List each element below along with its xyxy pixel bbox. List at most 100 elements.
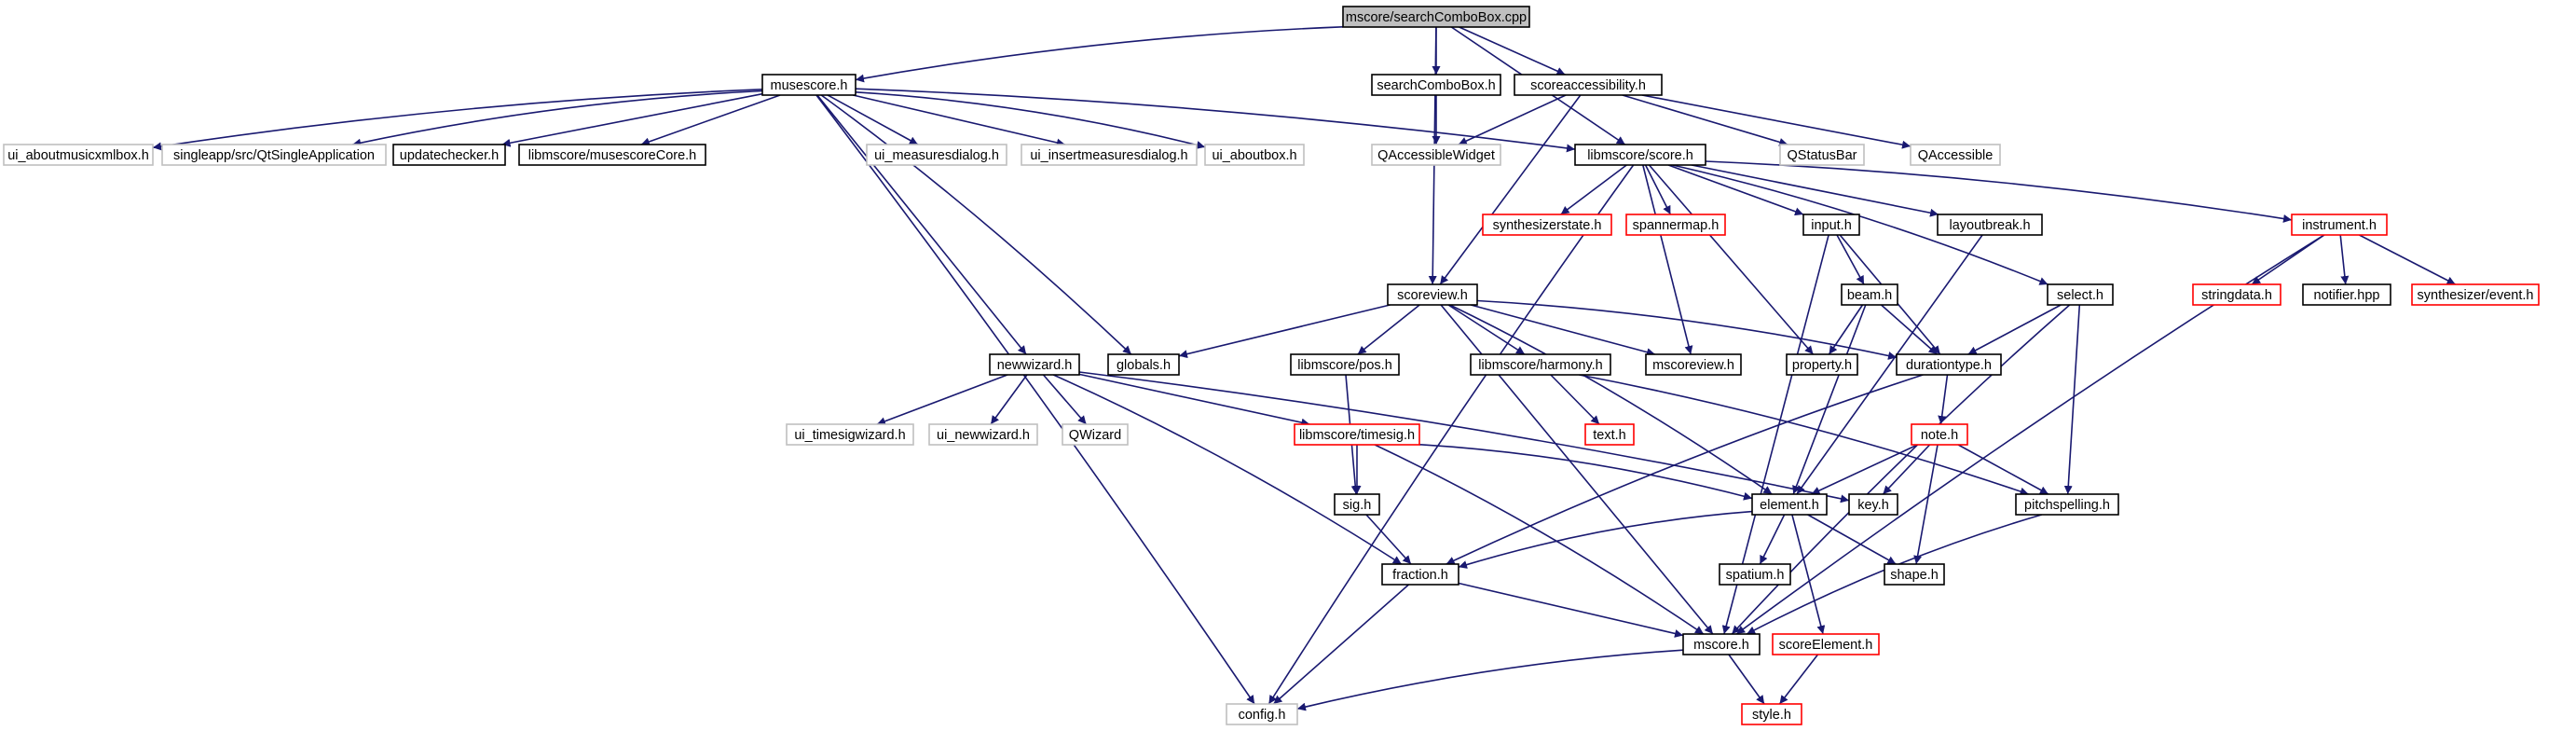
node-shape[interactable]: shape.h [1884,563,1945,586]
node-label-sig: sig.h [1343,498,1372,513]
node-root[interactable]: mscore/searchComboBox.cpp [1342,6,1530,28]
node-musescorecore[interactable]: libmscore/musescoreCore.h [518,144,706,166]
edge-scoreaccessibility-to-qaccessiblewidget [1458,94,1567,145]
node-durationtype[interactable]: durationtype.h [1896,353,2002,376]
node-label-qtsingleapp: singleapp/src/QtSingleApplication [173,148,375,163]
node-box-timesig [1294,423,1420,446]
node-notifier[interactable]: notifier.hpp [2302,283,2391,306]
node-qstatusbar[interactable]: QStatusBar [1779,144,1865,166]
node-pos[interactable]: libmscore/pos.h [1290,353,1400,376]
node-harmony[interactable]: libmscore/harmony.h [1470,353,1611,376]
node-globals[interactable]: globals.h [1107,353,1180,376]
edge-beam-to-property [1828,304,1864,355]
node-instrument[interactable]: instrument.h [2291,214,2388,236]
node-spatium[interactable]: spatium.h [1719,563,1791,586]
node-layoutbreak[interactable]: layoutbreak.h [1937,214,2043,236]
node-label-searchcombobox: searchComboBox.h [1377,78,1495,93]
node-stringdata[interactable]: stringdata.h [2192,283,2281,306]
node-box-note [1911,423,1968,446]
node-box-mscore [1682,633,1761,655]
node-ui_insertmeasuresdialog[interactable]: ui_insertmeasuresdialog.h [1021,144,1198,166]
node-box-select [2047,283,2114,306]
node-label-scoreelement: scoreElement.h [1779,638,1873,653]
edge-element-to-scoreelement [1791,514,1826,635]
node-key[interactable]: key.h [1848,493,1898,516]
node-label-ui_aboutmusicxmlbox: ui_aboutmusicxmlbox.h [7,148,149,163]
node-qtsingleapp[interactable]: singleapp/src/QtSingleApplication [161,144,387,166]
node-sig[interactable]: sig.h [1334,493,1380,516]
node-timesig[interactable]: libmscore/timesig.h [1294,423,1420,446]
node-fraction[interactable]: fraction.h [1381,563,1459,586]
node-scoreview[interactable]: scoreview.h [1387,283,1478,306]
node-style[interactable]: style.h [1741,703,1802,725]
node-box-layoutbreak [1937,214,2043,236]
edge-input-to-beam [1836,234,1865,285]
node-scoreelement[interactable]: scoreElement.h [1772,633,1880,655]
node-property[interactable]: property.h [1786,353,1858,376]
edge-scoreview-to-mscore [1440,304,1714,635]
edge-fraction-to-mscore [1458,582,1684,638]
edge-score-to-mscoreview [1642,164,1693,355]
node-synth_event[interactable]: synthesizer/event.h [2411,283,2540,306]
node-qaccessible[interactable]: QAccessible [1910,144,2001,166]
edge-beam-to-durationtype [1880,304,1939,355]
node-box-spannermap [1625,214,1726,236]
edge-timesig-to-element [1418,444,1753,501]
node-label-mscoreview: mscoreview.h [1652,358,1734,373]
node-mscoreview[interactable]: mscoreview.h [1645,353,1742,376]
node-label-input: input.h [1811,218,1852,233]
node-label-text: text.h [1593,428,1625,443]
node-box-qaccessible [1910,144,2001,166]
node-pitchspelling[interactable]: pitchspelling.h [2015,493,2119,516]
node-box-ui_insertmeasuresdialog [1021,144,1198,166]
node-ui_aboutbox[interactable]: ui_aboutbox.h [1204,144,1305,166]
edge-harmony-to-pitchspelling [1579,374,2029,496]
edge-timesig-to-mscore [1374,444,1705,635]
edge-select-to-durationtype [1967,304,2062,355]
node-beam[interactable]: beam.h [1841,283,1898,306]
node-box-harmony [1470,353,1611,376]
edge-root-to-scoreaccessibility [1459,26,1566,76]
edge-newwizard-to-ui_timesigwizard [876,374,1008,426]
node-label-property: property.h [1792,358,1852,373]
node-newwizard[interactable]: newwizard.h [989,353,1080,376]
node-ui_timesigwizard[interactable]: ui_timesigwizard.h [786,423,914,446]
node-searchcombobox[interactable]: searchComboBox.h [1371,74,1501,96]
node-score[interactable]: libmscore/score.h [1574,144,1706,166]
node-synthesizerstate[interactable]: synthesizerstate.h [1482,214,1612,236]
node-qwizard[interactable]: QWizard [1062,423,1129,446]
node-select[interactable]: select.h [2047,283,2114,306]
node-box-qaccessiblewidget [1371,144,1501,166]
node-spannermap[interactable]: spannermap.h [1625,214,1726,236]
node-musescore[interactable]: musescore.h [761,74,856,96]
node-note[interactable]: note.h [1911,423,1968,446]
node-box-beam [1841,283,1898,306]
node-updatechecker[interactable]: updatechecker.h [392,144,506,166]
node-ui_measuresdialog[interactable]: ui_measuresdialog.h [866,144,1007,166]
node-input[interactable]: input.h [1802,214,1860,236]
edge-scoreaccessibility-to-scoreview [1439,94,1582,285]
node-label-durationtype: durationtype.h [1906,358,1992,373]
node-label-shape: shape.h [1890,568,1939,583]
node-qaccessiblewidget[interactable]: QAccessibleWidget [1371,144,1501,166]
edge-musescore-to-globals [820,94,1132,355]
node-label-spannermap: spannermap.h [1633,218,1720,233]
node-mscore[interactable]: mscore.h [1682,633,1761,655]
node-box-style [1741,703,1802,725]
node-box-spatium [1719,563,1791,586]
edge-mscore-to-style [1728,654,1765,705]
node-ui_aboutmusicxmlbox[interactable]: ui_aboutmusicxmlbox.h [3,144,154,166]
node-element[interactable]: element.h [1751,493,1828,516]
node-ui_newwizard[interactable]: ui_newwizard.h [928,423,1038,446]
node-config[interactable]: config.h [1226,703,1298,725]
node-box-synth_event [2411,283,2540,306]
edge-element-to-fraction [1458,510,1753,569]
node-box-globals [1107,353,1180,376]
node-box-input [1802,214,1860,236]
node-box-notifier [2302,283,2391,306]
node-scoreaccessibility[interactable]: scoreaccessibility.h [1514,74,1663,96]
node-box-durationtype [1896,353,2002,376]
node-label-harmony: libmscore/harmony.h [1478,358,1603,373]
edge-scoreview-to-globals [1178,304,1391,359]
node-text[interactable]: text.h [1584,423,1635,446]
